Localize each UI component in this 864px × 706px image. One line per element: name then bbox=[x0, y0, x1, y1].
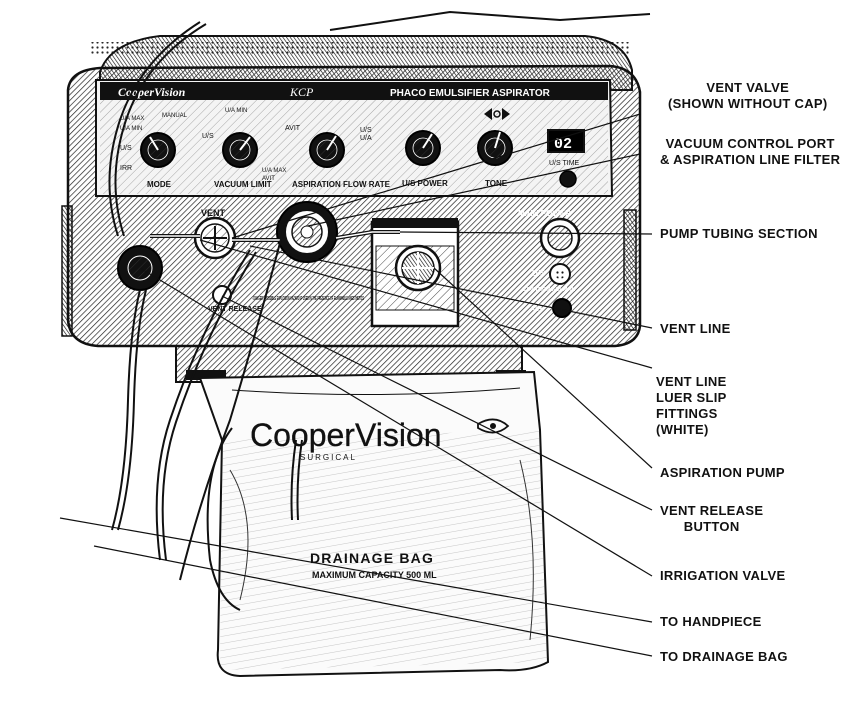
vent-label: VENT bbox=[201, 208, 226, 218]
mode-mark-3: MANUAL bbox=[162, 113, 188, 119]
us-time-value: 02 bbox=[554, 136, 572, 153]
aspiration-flow-label: ASPIRATION FLOW RATE bbox=[292, 180, 391, 189]
us-port-label: U/S bbox=[532, 269, 546, 278]
ah-port-label: A/H bbox=[530, 306, 542, 313]
callout-vent-line: VENT LINE bbox=[660, 321, 731, 337]
callout-vent-valve: VENT VALVE (SHOWN WITHOUT CAP) bbox=[668, 80, 828, 112]
mode-mark-1: U/A MAX bbox=[120, 116, 144, 122]
callout-irrigation-valve: IRRIGATION VALVE bbox=[660, 568, 785, 584]
vacuum-limit-knob[interactable] bbox=[223, 133, 257, 167]
panel-model: KCP bbox=[289, 85, 314, 99]
flow-mark-2: U/S bbox=[360, 127, 372, 134]
vacuum-mark-1: U/A MIN bbox=[225, 108, 247, 114]
display-button[interactable] bbox=[560, 171, 576, 187]
vent-valve[interactable] bbox=[195, 218, 235, 258]
us-time-label: U/S TIME bbox=[549, 160, 580, 167]
bag-subbrand: SURGICAL bbox=[300, 453, 357, 462]
panel-brand: CooperVision bbox=[118, 85, 186, 99]
main-power-switch[interactable] bbox=[541, 219, 579, 257]
us-power-knob[interactable] bbox=[406, 131, 440, 165]
callout-aspiration-pump: ASPIRATION PUMP bbox=[660, 465, 785, 481]
bag-title: DRAINAGE BAG bbox=[310, 550, 434, 566]
mode-mark-5: IRR bbox=[120, 165, 132, 172]
vacuum-mark-2: U/S bbox=[202, 133, 214, 140]
bag-capacity: MAXIMUM CAPACITY 500 ML bbox=[312, 570, 437, 580]
panel-title: PHACO EMULSIFIER ASPIRATOR bbox=[390, 88, 551, 99]
callout-vent-line-luer: VENT LINE LUER SLIP FITTINGS (WHITE) bbox=[656, 374, 727, 438]
vacuum-mark-4: AVIT bbox=[262, 176, 275, 182]
us-connector[interactable] bbox=[550, 264, 570, 284]
aspiration-flow-knob[interactable] bbox=[310, 133, 344, 167]
vacuum-mark-3: U/A MAX bbox=[262, 168, 286, 174]
tone-knob[interactable] bbox=[478, 131, 512, 165]
cavitron-label: CAVITRON/KELMAN bbox=[522, 287, 575, 293]
callout-to-drainage-bag: TO DRAINAGE BAG bbox=[660, 649, 788, 665]
main-power-label: MAIN POWER bbox=[518, 209, 571, 218]
callout-vacuum-control-port: VACUUM CONTROL PORT & ASPIRATION LINE FI… bbox=[660, 136, 840, 168]
mode-knob[interactable] bbox=[141, 133, 175, 167]
us-power-label: U/S POWER bbox=[402, 179, 448, 188]
danger-text: - DANGER - POSSIBLE EXPLOSION HAZARD IF … bbox=[252, 296, 364, 302]
flow-mark-3: U/A bbox=[360, 135, 372, 142]
bag-brand: CooperVision bbox=[250, 417, 442, 453]
mode-mark-4: U/S bbox=[120, 145, 132, 152]
callout-to-handpiece: TO HANDPIECE bbox=[660, 614, 762, 630]
callout-pump-tubing-section: PUMP TUBING SECTION bbox=[660, 226, 818, 242]
flow-mark-1: AVIT bbox=[285, 125, 301, 132]
mode-label: MODE bbox=[147, 180, 172, 189]
callout-vent-release-button: VENT RELEASE BUTTON bbox=[660, 503, 763, 535]
